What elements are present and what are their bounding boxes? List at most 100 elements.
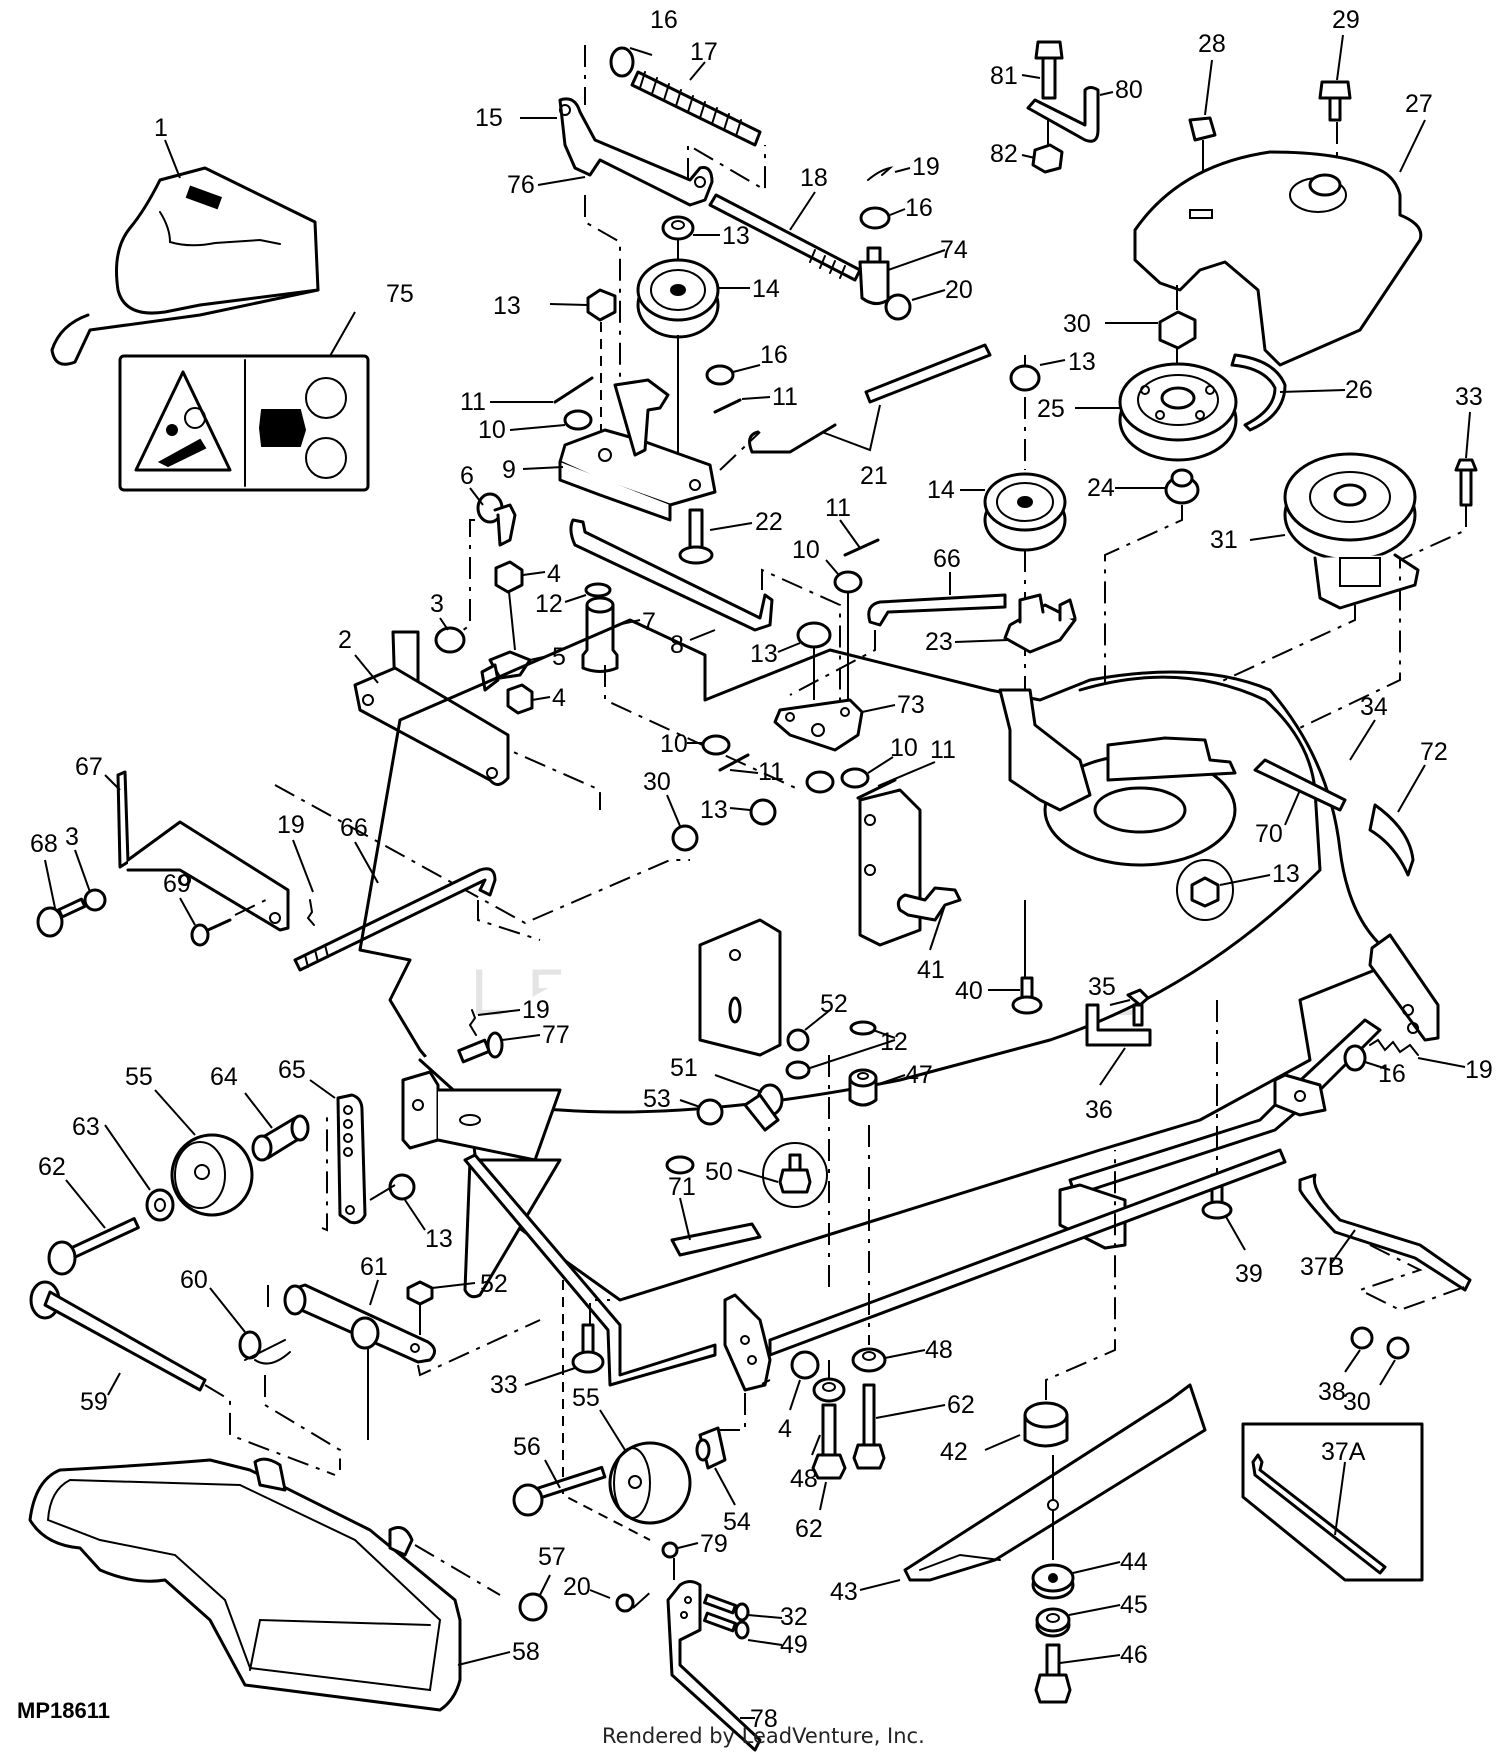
callout-78[interactable]: 78 [750,1705,778,1733]
callout-52[interactable]: 52 [480,1270,508,1298]
callout-60[interactable]: 60 [180,1266,208,1294]
callout-16[interactable]: 16 [905,194,933,222]
part-nut-20b[interactable] [615,1593,635,1613]
callout-69[interactable]: 69 [163,870,191,898]
callout-13[interactable]: 13 [700,796,728,824]
callout-23[interactable]: 23 [925,628,953,656]
callout-55[interactable]: 55 [572,1384,600,1412]
part-clip-19d[interactable] [468,1009,477,1036]
callout-36[interactable]: 36 [1085,1096,1113,1124]
part-mulch-bracket-78[interactable] [666,1580,762,1752]
part-nut-13c[interactable] [796,621,832,649]
callout-45[interactable]: 45 [1120,1591,1148,1619]
callout-67[interactable]: 67 [75,753,103,781]
part-bushing-54[interactable] [695,1426,727,1470]
part-nut-13d[interactable] [1009,364,1041,392]
part-pin-11c[interactable] [843,538,880,557]
callout-11[interactable]: 11 [460,388,486,416]
callout-58[interactable]: 58 [512,1638,540,1666]
part-anti-scalp-bracket[interactable] [698,918,782,1057]
callout-13[interactable]: 13 [1272,860,1300,888]
part-washer-12b[interactable] [849,1020,877,1036]
part-washer-48a[interactable] [812,1377,846,1403]
callout-30[interactable]: 30 [643,768,671,796]
callout-74[interactable]: 74 [940,236,968,264]
part-pin-11a[interactable] [553,376,594,404]
callout-14[interactable]: 14 [752,275,780,303]
callout-16[interactable]: 16 [760,341,788,369]
callout-11[interactable]: 11 [930,736,956,764]
part-nut-53[interactable] [696,1098,724,1126]
callout-48[interactable]: 48 [925,1336,953,1364]
part-nut-13f[interactable] [1176,859,1234,921]
part-blade-adapter-42[interactable] [1023,1401,1069,1448]
callout-4[interactable]: 4 [547,560,561,588]
callout-51[interactable]: 51 [670,1054,698,1082]
part-bolt-33a[interactable] [1454,458,1478,507]
part-washer-10c[interactable] [701,734,731,756]
part-nut-38[interactable] [1350,1326,1374,1350]
callout-50[interactable]: 50 [705,1158,733,1186]
part-nut-82[interactable] [1031,143,1064,174]
part-spindle-pulley-31[interactable] [1283,452,1420,610]
callout-13[interactable]: 13 [750,640,778,668]
callout-65[interactable]: 65 [278,1056,306,1084]
part-washer-63[interactable] [145,1188,175,1222]
callout-11[interactable]: 11 [825,494,851,522]
callout-16[interactable]: 16 [650,6,678,34]
callout-62[interactable]: 62 [795,1515,823,1543]
callout-10[interactable]: 10 [792,536,820,564]
callout-63[interactable]: 63 [72,1113,100,1141]
part-bolt-62a[interactable] [47,1217,140,1276]
part-washer-10b[interactable] [833,570,863,594]
part-rod-21[interactable] [748,343,992,454]
part-nut-4a[interactable] [494,560,524,594]
part-clip-19a[interactable] [867,166,894,181]
part-decal-70[interactable] [1253,758,1347,812]
part-deflector-72[interactable] [1368,803,1415,877]
callout-13[interactable]: 13 [493,292,521,320]
callout-13[interactable]: 13 [1068,348,1096,376]
callout-29[interactable]: 29 [1332,6,1360,34]
callout-79[interactable]: 79 [700,1530,728,1558]
part-link-73[interactable] [773,698,864,794]
callout-22[interactable]: 22 [755,508,783,536]
part-arm-61[interactable] [283,1283,436,1364]
callout-62[interactable]: 62 [38,1153,66,1181]
part-nut-4c[interactable] [790,1350,820,1380]
callout-14[interactable]: 14 [927,476,955,504]
callout-47[interactable]: 47 [905,1061,933,1089]
callout-66[interactable]: 66 [340,814,368,842]
callout-13[interactable]: 13 [722,222,750,250]
callout-3[interactable]: 3 [65,823,79,851]
part-spacer-24[interactable] [1164,468,1200,505]
part-bolt-81[interactable] [1034,40,1064,100]
part-spring[interactable] [630,70,762,147]
callout-82[interactable]: 82 [990,140,1018,168]
part-nut-13b[interactable] [586,288,617,322]
callout-24[interactable]: 24 [1087,474,1115,502]
part-bolt-69[interactable] [190,918,232,947]
part-bolt-33b[interactable] [571,1323,605,1374]
part-axle-59[interactable] [29,1280,207,1392]
callout-25[interactable]: 25 [1037,395,1065,423]
part-nut-30b[interactable] [671,824,699,852]
callout-40[interactable]: 40 [955,977,983,1005]
part-pin-11e[interactable] [856,778,897,800]
part-nut-13a[interactable] [661,215,695,241]
callout-3[interactable]: 3 [430,590,444,618]
part-blade-bolt-46[interactable] [1034,1643,1072,1704]
callout-73[interactable]: 73 [897,691,925,719]
callout-21[interactable]: 21 [860,462,888,490]
part-washer-44[interactable] [1031,1563,1075,1600]
part-axle-37b[interactable] [1298,1173,1472,1292]
callout-4[interactable]: 4 [552,684,566,712]
callout-76[interactable]: 76 [507,171,535,199]
part-blade-43[interactable] [903,1383,1207,1582]
part-washer-16b[interactable] [859,206,891,230]
part-rear-hanger[interactable] [1368,933,1440,1042]
part-washer-16d[interactable] [1343,1044,1367,1072]
part-axle-37a-inset[interactable] [1241,1422,1424,1582]
part-height-bar-65[interactable] [336,1093,367,1225]
part-clip-19b[interactable] [306,899,315,926]
